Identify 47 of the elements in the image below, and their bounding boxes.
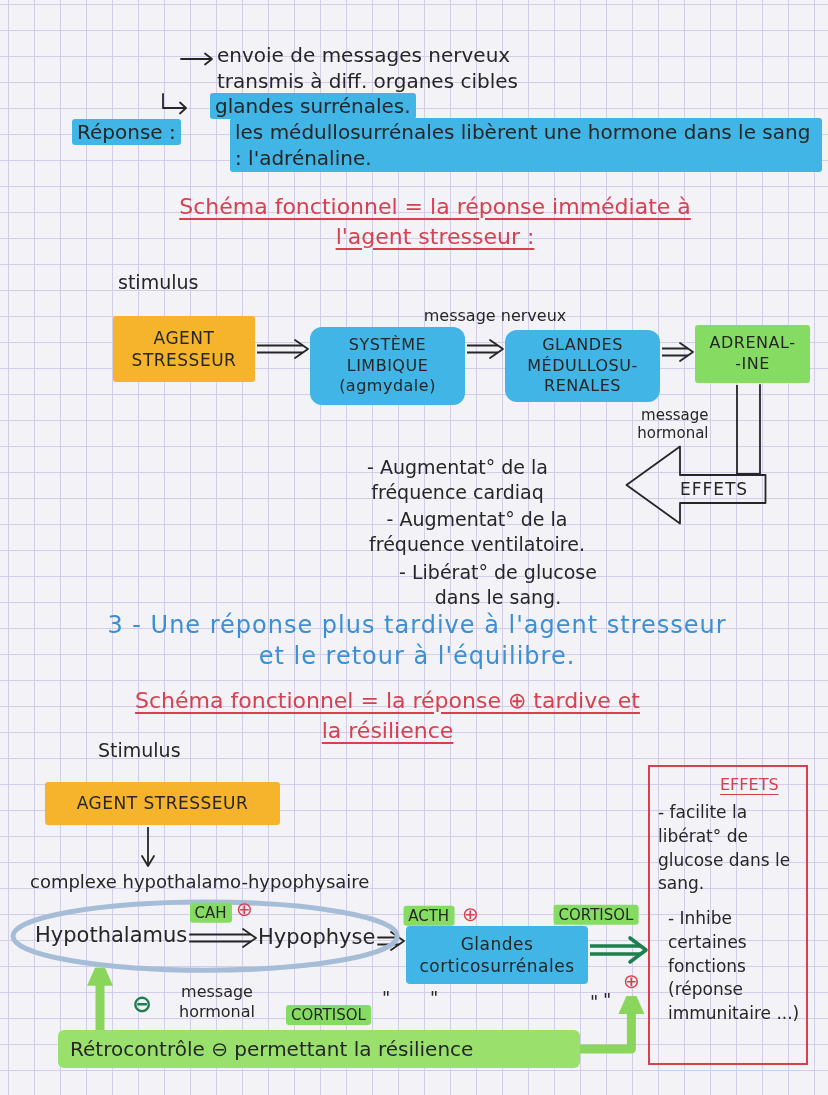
process-box: SYSTÈME LIMBIQUE (agmydale) — [310, 327, 465, 405]
arrow — [466, 339, 504, 359]
process-box: GLANDES MÉDULLOSU- RENALES — [505, 330, 660, 402]
arrow — [256, 339, 309, 359]
edge-label: ⊖ — [131, 989, 153, 1018]
edge-label: CORTISOL — [553, 904, 639, 925]
process-box: AGENT STRESSEUR — [45, 782, 280, 825]
arrow — [661, 342, 694, 362]
band-title: CORTISOL — [286, 1005, 371, 1025]
ditto-mark: " — [430, 987, 439, 1008]
connector-line — [736, 384, 761, 475]
stimulus-label: stimulus — [118, 271, 199, 293]
group-title: complexe hypothalamo-hypophysaire — [30, 871, 370, 892]
effect-text: - Libérat° de glucose dans le sang. — [399, 561, 597, 608]
note-text: message hormonal — [179, 982, 255, 1021]
effect-text: - Augmentat° de la fréquence ventilatoire. — [369, 508, 585, 555]
box-text: - Inhibe certaines fonctions (réponse immunitaire ...) — [668, 908, 800, 1024]
node-text: Hypophyse — [258, 924, 376, 951]
section-heading: 3 - Une réponse plus tardive à l'agent stresseur et le retour à l'équilibre. — [107, 611, 727, 671]
block-arrow: EFFETS — [625, 445, 767, 525]
process-box: ADRENAL- -INE — [695, 325, 810, 383]
highlighted-text: les médullosurrénales libèrent une hormone dans le sang : l'adrénaline. — [230, 118, 822, 172]
process-box: Glandes corticosurrénales — [406, 926, 588, 984]
arrow — [188, 928, 257, 948]
effect-text: - Augmentat° de la fréquence cardiaq — [367, 456, 548, 503]
schema-title: Schéma fonctionnel = la réponse immédiate à l'agent stresseur : — [179, 194, 691, 249]
arrow — [141, 826, 155, 867]
highlighted-text: Réponse : — [72, 119, 181, 145]
band-text: Rétrocontrôle ⊖ permettant la résilience — [70, 1037, 474, 1061]
box-heading: EFFETS — [720, 775, 779, 794]
ditto-mark: " — [590, 991, 599, 1012]
effects-box — [648, 765, 808, 1065]
plus-sign: ⊕ — [623, 969, 640, 994]
edge-label: message hormonal — [637, 405, 709, 443]
node-text: Hypothalamus — [35, 922, 188, 949]
ditto-mark: " — [603, 989, 612, 1010]
ditto-mark: " — [382, 987, 391, 1008]
arrow — [376, 931, 405, 951]
arrow — [588, 936, 648, 964]
plus-sign: ⊕ — [236, 897, 253, 921]
box-text: - facilite la libérat° de glucose dans le sang. — [658, 802, 791, 894]
edge-label: CAH — [189, 902, 232, 923]
highlighted-text: glandes surrénales. — [210, 93, 416, 119]
edge-label: ACTH — [403, 905, 455, 926]
process-box: AGENT STRESSEUR — [113, 316, 255, 382]
plus-sign: ⊕ — [462, 902, 479, 926]
edge-label: message nerveux — [423, 306, 567, 325]
